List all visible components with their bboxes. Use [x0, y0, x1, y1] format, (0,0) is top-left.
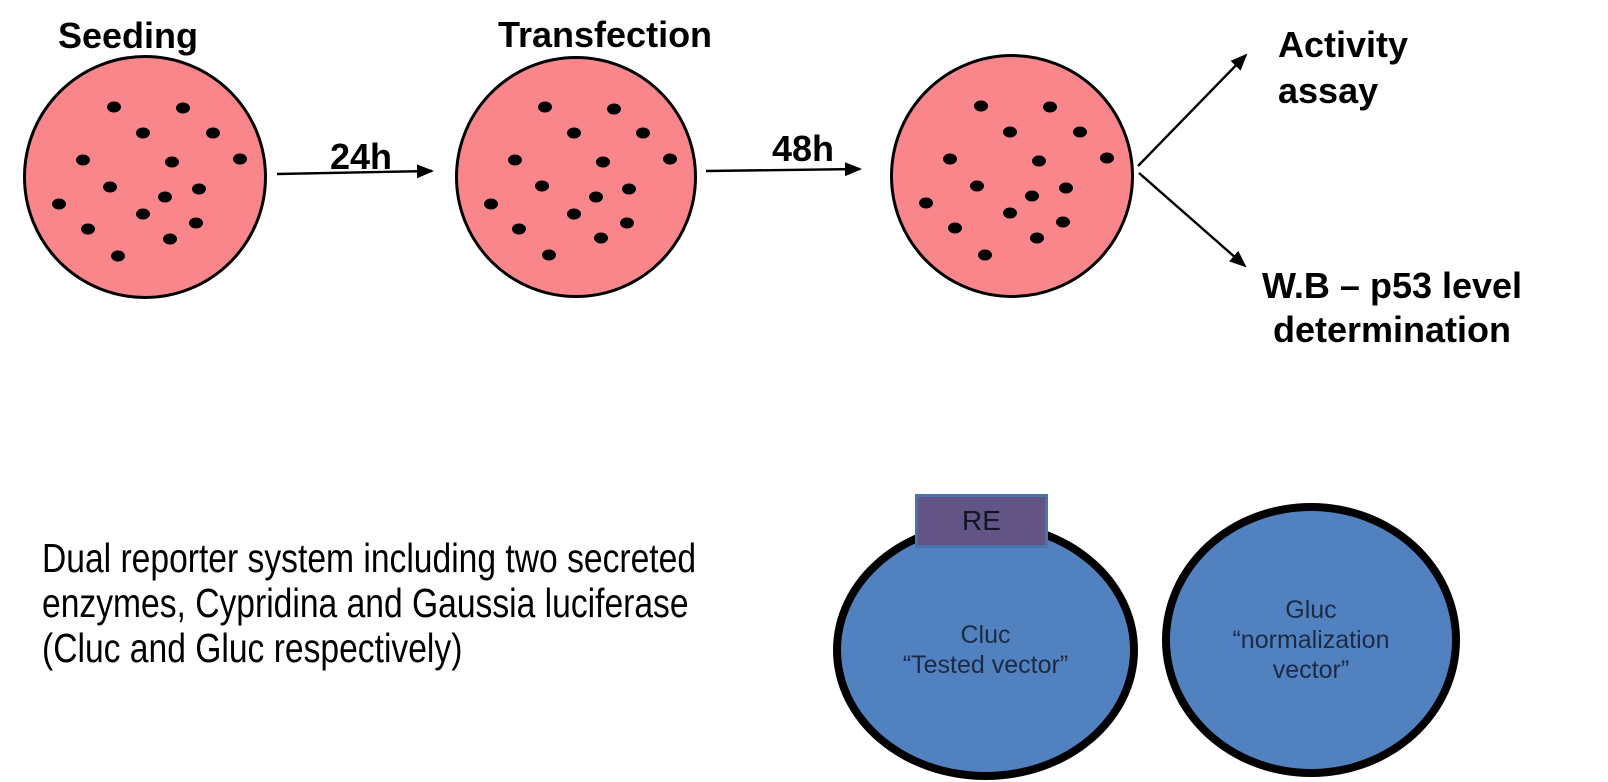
gluc-vector-label: Gluc “normalization vector”: [1232, 596, 1390, 684]
cell-dot: [619, 217, 634, 229]
cell-dot: [1072, 126, 1087, 138]
step-label-transfection: Transfection: [498, 14, 713, 55]
cell-dot: [1043, 101, 1058, 113]
cell-dot: [107, 101, 122, 113]
cell-dot: [507, 154, 522, 166]
cell-dot: [593, 232, 608, 244]
cell-dot: [1002, 126, 1017, 138]
cell-dot: [484, 198, 499, 210]
dual-reporter-description: Dual reporter system including two secre…: [42, 535, 697, 671]
culture-dish-seeding: [23, 55, 267, 299]
cell-dot: [165, 156, 180, 168]
cell-dot: [974, 100, 989, 112]
cell-dot: [1056, 216, 1071, 228]
cell-dot: [566, 208, 581, 220]
cell-dot: [538, 101, 553, 113]
cell-dot: [977, 249, 992, 261]
cluc-vector-label: Cluc “Tested vector”: [902, 621, 1069, 679]
cell-dot: [622, 183, 637, 195]
gluc-vector-circle: Gluc “normalization vector”: [1162, 503, 1460, 777]
outcome-activity-assay: Activity assay: [1278, 24, 1409, 111]
cell-dot: [606, 103, 621, 115]
culture-dish-assay: [890, 54, 1134, 298]
timing-label-24h: 24h: [329, 136, 393, 177]
cell-dot: [176, 102, 191, 114]
cell-dot: [189, 217, 204, 229]
cell-dot: [110, 250, 125, 262]
response-element-box: RE: [915, 494, 1048, 548]
cell-dot: [970, 180, 985, 192]
outcome-western-blot: W.B – p53 level determination: [1261, 265, 1523, 350]
cell-dot: [1100, 152, 1115, 164]
cell-dot: [636, 127, 651, 139]
cell-dot: [233, 153, 248, 165]
cell-dot: [135, 127, 150, 139]
cell-dot: [541, 249, 556, 261]
cell-dot: [80, 223, 95, 235]
cell-dot: [191, 183, 206, 195]
cell-dot: [663, 153, 678, 165]
arrow-to-western-blot: [1138, 172, 1247, 268]
dish-dots: [26, 58, 264, 296]
cluc-vector-circle: Cluc “Tested vector”: [833, 520, 1138, 780]
dish-dots: [458, 59, 694, 295]
cell-dot: [52, 198, 67, 210]
culture-dish-transfection: [455, 56, 697, 298]
cell-dot: [135, 208, 150, 220]
cell-dot: [919, 197, 934, 209]
cell-dot: [158, 191, 173, 203]
dish-dots: [893, 57, 1131, 295]
timing-label-48h: 48h: [771, 128, 835, 169]
cell-dot: [1058, 182, 1073, 194]
cell-dot: [589, 191, 604, 203]
cell-dot: [76, 154, 91, 166]
cell-dot: [162, 233, 177, 245]
arrow-48h: [705, 162, 862, 177]
cell-dot: [1029, 232, 1044, 244]
cell-dot: [1025, 190, 1040, 202]
cell-dot: [947, 222, 962, 234]
cell-dot: [1032, 155, 1047, 167]
response-element-label: RE: [962, 505, 1001, 536]
step-label-seeding: Seeding: [58, 15, 199, 56]
cell-dot: [596, 156, 611, 168]
cell-dot: [534, 180, 549, 192]
cell-dot: [1002, 207, 1017, 219]
cell-dot: [943, 153, 958, 165]
cell-dot: [103, 181, 118, 193]
cell-dot: [205, 127, 220, 139]
cell-dot: [512, 223, 527, 235]
cell-dot: [566, 127, 581, 139]
arrow-to-activity-assay: [1137, 53, 1248, 167]
